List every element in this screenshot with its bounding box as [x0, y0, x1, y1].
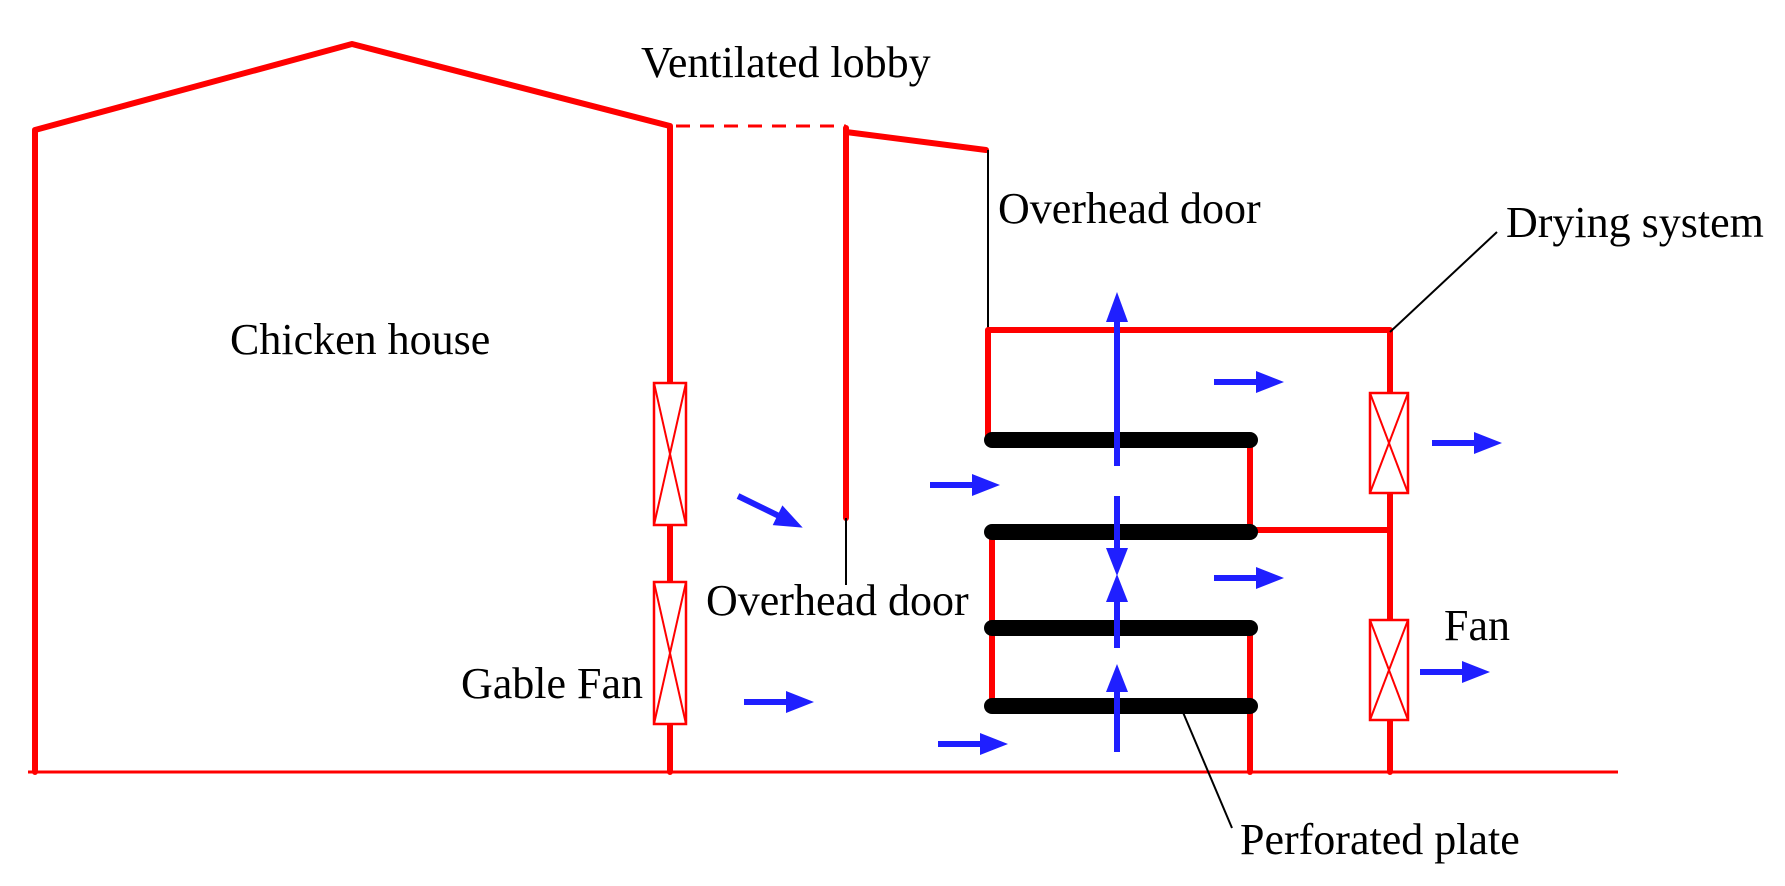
label-fan: Fan — [1444, 601, 1510, 650]
label-ventilated-lobby: Ventilated lobby — [641, 38, 931, 87]
label-chicken-house: Chicken house — [230, 315, 490, 364]
drying-system-outline — [985, 327, 1393, 775]
fan-icon — [1368, 618, 1410, 722]
airflow-arrows — [736, 371, 1502, 755]
arrow-icon — [744, 691, 814, 713]
arrow-icon — [930, 474, 1000, 496]
arrow-icon — [736, 493, 803, 528]
arrow-icon — [1106, 574, 1128, 648]
arrow-icon — [1106, 664, 1128, 752]
drying-system-leader — [1389, 231, 1498, 333]
perforated-plate-leader — [1181, 709, 1233, 829]
arrow-icon — [1106, 292, 1128, 466]
fan-icon — [1368, 391, 1410, 495]
vertical-airflow-arrows — [1106, 292, 1128, 752]
chicken-house-outline — [32, 41, 673, 775]
label-gable-fan: Gable Fan — [461, 659, 643, 708]
label-overhead-door-bottom: Overhead door — [706, 576, 969, 625]
arrow-icon — [1214, 371, 1284, 393]
fan-icon — [652, 580, 688, 726]
arrow-icon — [1106, 496, 1128, 576]
arrow-icon — [1432, 432, 1502, 454]
label-perforated-plate: Perforated plate — [1240, 815, 1520, 864]
fan-icon — [652, 381, 688, 527]
arrow-icon — [1420, 661, 1490, 683]
arrow-icon — [938, 733, 1008, 755]
label-overhead-door-top: Overhead door — [998, 184, 1261, 233]
lobby-roof — [843, 129, 989, 153]
perforated-plates — [984, 432, 1258, 714]
arrow-icon — [1214, 567, 1284, 589]
label-drying-system: Drying system — [1506, 198, 1764, 247]
